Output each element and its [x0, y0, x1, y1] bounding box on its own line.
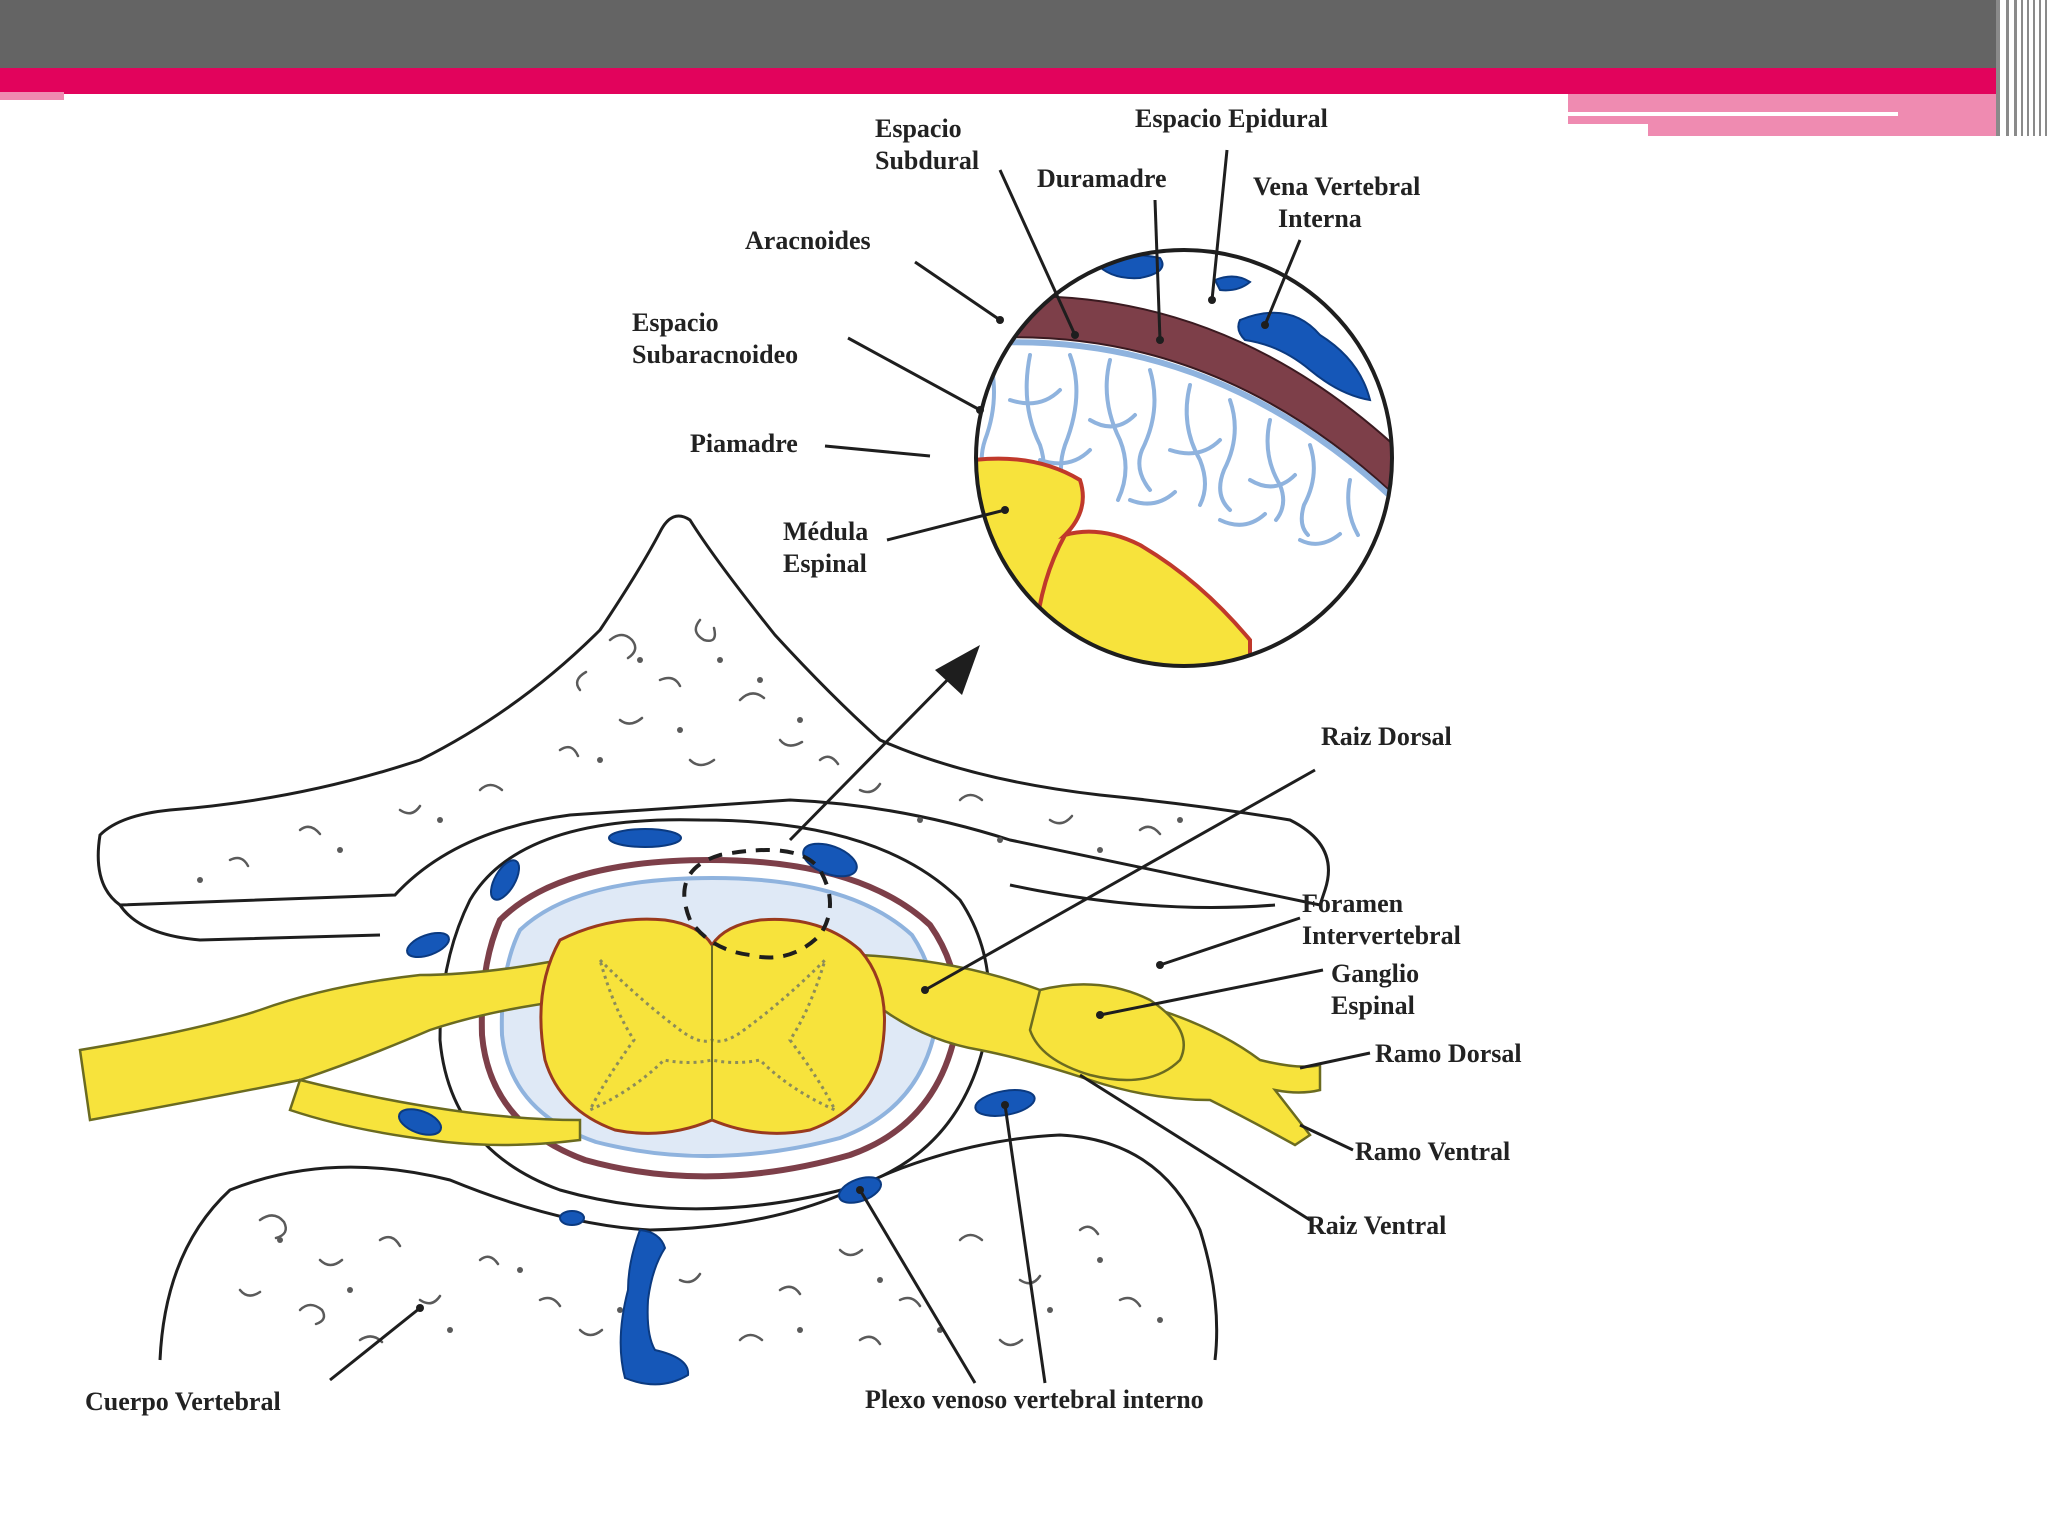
leader-lines [329, 149, 1371, 1384]
vertebral-arch [96, 514, 1330, 907]
header-bar [0, 0, 1996, 68]
meninges-magnified-view [974, 248, 1394, 668]
bone-texture [228, 618, 1162, 1347]
label-duramadre: Duramadre [1037, 164, 1167, 193]
label-raiz-ventral: Raiz Ventral [1307, 1211, 1446, 1240]
header-white-gap [64, 94, 1568, 100]
header-white-line [1568, 112, 1898, 116]
vertebra-cross-section [78, 514, 1330, 1386]
label-aracnoides: Aracnoides [745, 226, 871, 255]
label-raiz-dorsal: Raiz Dorsal [1321, 722, 1452, 751]
header-pink-light-left [0, 92, 64, 100]
label-plexo-venoso: Plexo venoso vertebral interno [865, 1385, 1204, 1414]
leader-dots [416, 296, 1269, 1312]
vertebral-body [158, 1133, 1219, 1361]
label-piamadre: Piamadre [690, 429, 798, 458]
magnified-area-outline [682, 848, 832, 960]
label-cuerpo-vertebral: Cuerpo Vertebral [85, 1387, 281, 1416]
arch-lower-edge-right [1009, 883, 1276, 909]
ramus-left [288, 1078, 582, 1147]
ganglio-espinal-shape [1028, 983, 1185, 1082]
label-ramo-ventral: Ramo Ventral [1355, 1137, 1510, 1166]
header-white-panel [1568, 124, 1648, 136]
arch-lower-edge-left [118, 904, 381, 942]
magnify-arrow-shaft [788, 660, 967, 842]
slide-header [0, 0, 2047, 136]
magnify-arrow-head [935, 645, 980, 695]
header-edge-stripes [1996, 0, 2047, 136]
label-espacio-epidural: Espacio Epidural [1135, 104, 1328, 133]
bone-dots [197, 657, 1183, 1333]
header-pink-stripe [0, 68, 1996, 94]
label-ramo-dorsal: Ramo Dorsal [1375, 1039, 1522, 1068]
arachnoid-line [976, 339, 1392, 528]
